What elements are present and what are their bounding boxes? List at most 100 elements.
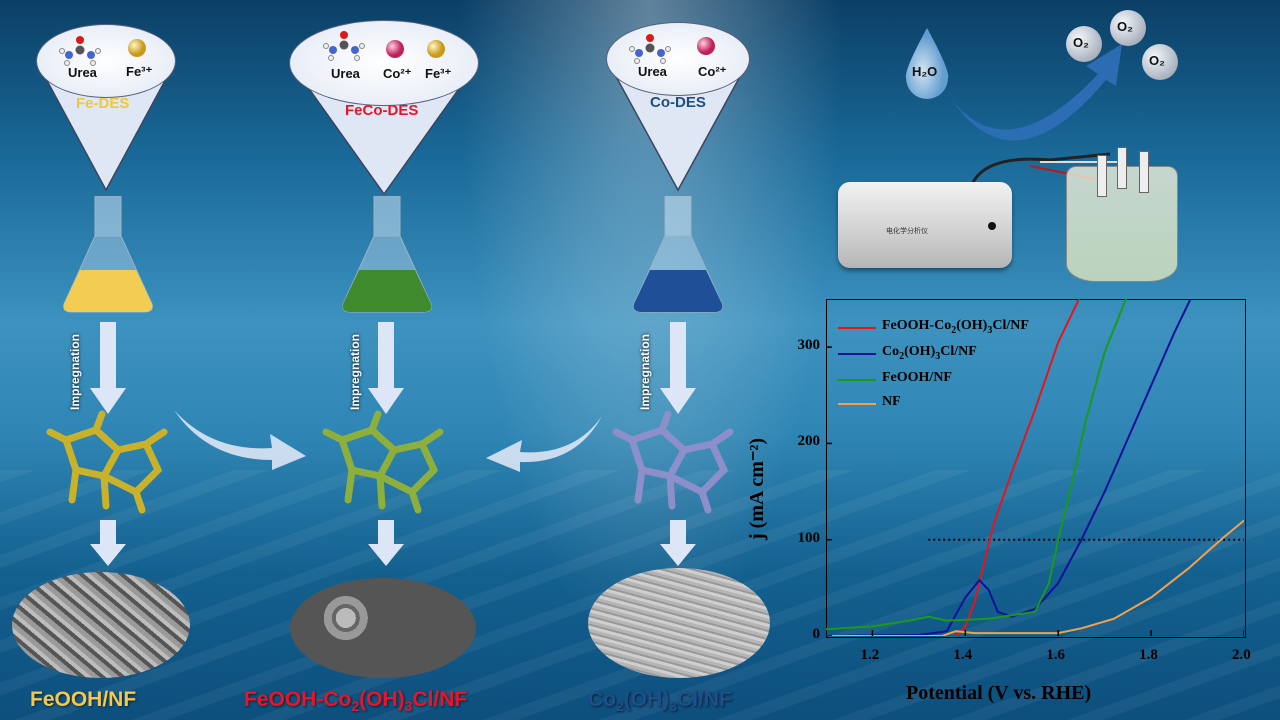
lsv-chart	[826, 299, 1244, 636]
y-tick-label: 0	[812, 626, 821, 642]
legend-subscript: 3	[935, 350, 941, 362]
legend-label: NF	[882, 394, 901, 410]
legend-text: Cl/NF	[940, 344, 977, 359]
legend-subscript: 2	[951, 324, 957, 336]
des-label: Co-DES	[650, 94, 706, 111]
legend-swatch	[838, 403, 876, 405]
framework-co-icon	[612, 410, 734, 514]
product-label-feooh-co: FeOOH-Co2(OH)3Cl/NF	[244, 688, 467, 714]
legend-text: (OH)	[956, 318, 988, 333]
co-ion-icon	[697, 37, 715, 55]
down-arrow-icon	[660, 322, 696, 414]
curved-arrow-right-icon	[174, 410, 306, 470]
legend-swatch	[838, 327, 876, 329]
urea-label: Urea	[331, 66, 360, 81]
product-text: Cl/NF	[677, 688, 732, 711]
flask-feco-des	[342, 196, 432, 313]
legend-swatch	[838, 379, 876, 381]
sem-image-feooh	[12, 572, 190, 678]
urea-label: Urea	[68, 65, 97, 80]
down-arrow-icon	[660, 520, 696, 566]
electrolytic-cell	[1066, 147, 1178, 282]
fe-label: Fe³⁺	[425, 66, 452, 81]
funnel-mouth	[606, 22, 750, 96]
des-label: FeCo-DES	[345, 102, 419, 119]
o2-label: O₂	[1117, 19, 1133, 34]
x-tick-label: 1.6	[1046, 647, 1065, 663]
funnel-mouth	[36, 24, 176, 98]
sem-image-feooh-co	[290, 578, 476, 678]
legend-label: FeOOH-Co2(OH)3Cl/NF	[882, 318, 1029, 336]
sem-image-co	[588, 568, 770, 678]
electrode	[1117, 147, 1127, 189]
o2-label: O₂	[1073, 35, 1089, 50]
o2-bubble-icon	[1110, 10, 1146, 46]
y-tick-label: 200	[797, 433, 821, 450]
impregnation-label: Impregnation	[348, 333, 362, 410]
product-subscript: 2	[351, 698, 360, 715]
x-tick-label: 1.2	[860, 647, 880, 663]
o2-bubble-icon	[1066, 26, 1102, 62]
legend-text: Cl/NF	[992, 318, 1029, 333]
urea-molecule-icon	[323, 31, 365, 61]
x-tick-label: 2.0	[1232, 647, 1251, 663]
product-subscript: 3	[669, 698, 678, 715]
legend-text: NF	[882, 394, 901, 409]
water-drop-icon	[905, 28, 949, 99]
water-label: H₂O	[912, 64, 938, 79]
flask-fe-des	[63, 196, 153, 313]
fe-ion-icon	[427, 40, 445, 58]
x-tick-label: 1.4	[953, 647, 973, 663]
legend-text: FeOOH-Co	[882, 318, 952, 333]
product-subscript: 3	[404, 698, 413, 715]
urea-label: Urea	[638, 64, 667, 79]
des-label: Fe-DES	[76, 95, 130, 112]
framework-feco-icon	[322, 410, 444, 514]
series-line-2	[826, 299, 1127, 631]
legend-subscript: 3	[987, 324, 993, 336]
instrument-label: 电化学分析仪	[886, 227, 928, 235]
product-text: FeOOH/NF	[30, 688, 137, 711]
electrochemical-analyzer: 电化学分析仪	[838, 182, 1012, 268]
instrument-knob	[988, 222, 996, 230]
product-label-feooh: FeOOH/NF	[30, 688, 136, 712]
fe-label: Fe³⁺	[126, 64, 153, 79]
down-arrow-icon	[368, 322, 404, 414]
co-label: Co²⁺	[698, 64, 727, 79]
product-text: (OH)	[359, 688, 405, 711]
electrode	[1139, 151, 1149, 193]
legend-text: (OH)	[904, 344, 936, 359]
curved-arrow-left-icon	[486, 416, 602, 472]
fe-ion-icon	[128, 39, 146, 57]
y-tick-label: 100	[797, 529, 821, 546]
co-label: Co²⁺	[383, 66, 412, 81]
y-axis-title: j (mA cm⁻²)	[746, 437, 768, 540]
o2-bubble-icon	[1142, 44, 1178, 80]
urea-molecule-icon	[59, 36, 101, 66]
down-arrow-icon	[90, 520, 126, 566]
legend-text: Co	[882, 344, 900, 359]
legend-label: FeOOH/NF	[882, 370, 952, 386]
x-tick-label: 1.8	[1139, 647, 1158, 663]
curved-arrow-icon	[952, 44, 1122, 141]
legend-text: FeOOH/NF	[882, 370, 952, 385]
o2-label: O₂	[1149, 53, 1165, 68]
series-line-3	[826, 519, 1244, 636]
funnel-fe: Urea Fe³⁺ Fe-DES	[35, 24, 177, 194]
legend-subscript: 2	[899, 350, 905, 362]
impregnation-label: Impregnation	[638, 333, 652, 410]
funnel-co: Urea Co²⁺ Co-DES	[605, 22, 751, 194]
series-line-0	[955, 299, 1081, 636]
flask-co-des	[633, 196, 723, 313]
product-subscript: 2	[616, 698, 624, 715]
product-text: (OH)	[623, 688, 670, 711]
funnel-feco: Urea Co²⁺ Fe³⁺ FeCo-DES	[288, 20, 480, 196]
product-text: Cl/NF	[412, 688, 468, 711]
lsv-chart-frame	[826, 299, 1246, 638]
legend-swatch	[838, 353, 876, 355]
co-ion-icon	[386, 40, 404, 58]
urea-molecule-icon	[629, 34, 671, 64]
y-tick-label: 300	[797, 337, 821, 354]
down-arrow-icon	[90, 322, 126, 414]
electrode	[1097, 155, 1107, 197]
